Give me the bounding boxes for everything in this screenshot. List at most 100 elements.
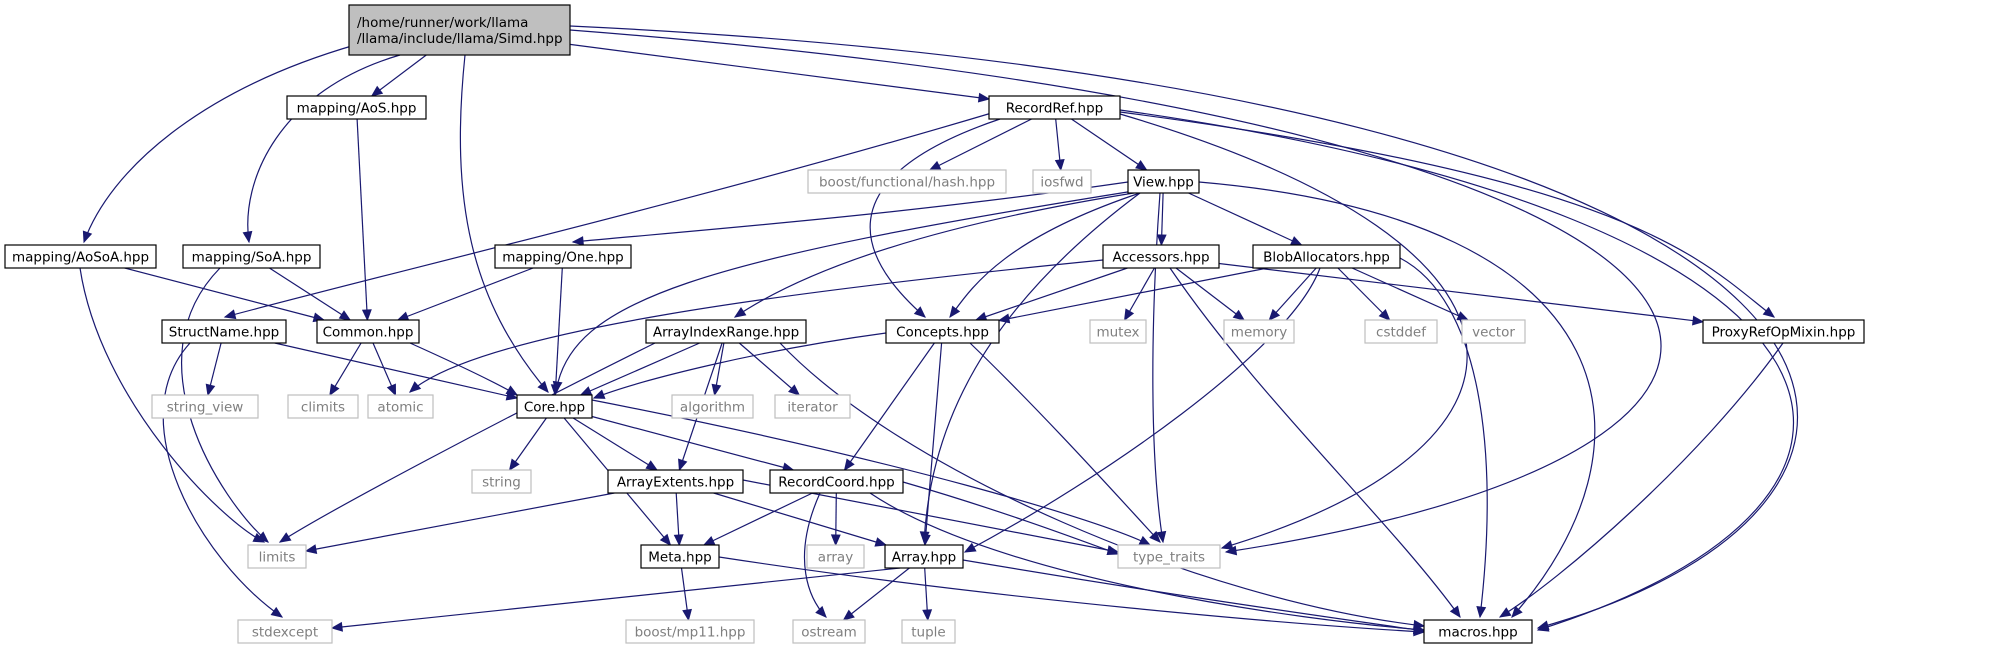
node-label: type_traits: [1133, 550, 1205, 566]
edge-recordcoord-to-meta: [702, 492, 813, 546]
node-box: [1102, 244, 1220, 269]
edge-soa-to-limits: [180, 267, 269, 543]
node-iterator: iterator: [774, 394, 851, 419]
edge-view-to-core: [552, 189, 1141, 394]
node-type_traits: type_traits: [1117, 544, 1221, 569]
node-box: [316, 319, 420, 344]
node-structname[interactable]: StructName.hpp: [161, 319, 287, 344]
node-core[interactable]: Core.hpp: [516, 394, 593, 419]
node-label: boost/functional/hash.hpp: [819, 175, 995, 191]
node-box: [1423, 619, 1533, 644]
node-arrayextents[interactable]: ArrayExtents.hpp: [607, 469, 744, 494]
node-box: [769, 469, 904, 494]
node-label: limits: [259, 550, 296, 566]
node-box: [1032, 169, 1092, 194]
node-meta[interactable]: Meta.hpp: [640, 544, 720, 569]
node-proxy[interactable]: ProxyRefOpMixin.hpp: [1702, 319, 1865, 344]
edge-recordref-to-view: [1071, 118, 1148, 171]
node-label: iterator: [787, 400, 838, 416]
node-climits: climits: [287, 394, 359, 419]
node-common[interactable]: Common.hpp: [316, 319, 420, 344]
node-box: [4, 244, 157, 269]
node-label: ArrayExtents.hpp: [617, 475, 734, 491]
node-recordcoord[interactable]: RecordCoord.hpp: [769, 469, 904, 494]
node-box: [1127, 169, 1200, 194]
node-label: algorithm: [680, 400, 745, 416]
edge-blob-to-macros: [1399, 257, 1488, 619]
edge-one-to-core: [550, 267, 563, 397]
edge-air-to-iterator: [738, 342, 801, 396]
edge-view-to-air: [733, 191, 1141, 318]
node-mp11: boost/mp11.hpp: [625, 619, 755, 644]
node-label: Core.hpp: [524, 400, 585, 416]
node-box: [286, 95, 427, 120]
edge-simd-to-aosoa: [82, 44, 356, 244]
edge-aos-to-common: [356, 118, 372, 322]
node-simd[interactable]: /home/runner/work/llama/llama/include/ll…: [348, 4, 571, 56]
edge-recordref-to-concepts: [869, 118, 1001, 318]
node-blob[interactable]: BlobAllocators.hpp: [1252, 244, 1401, 269]
edge-accessors-to-concepts: [974, 267, 1128, 322]
node-memory: memory: [1223, 319, 1295, 344]
node-box: [151, 394, 259, 419]
edge-meta-to-mp11: [680, 567, 692, 622]
node-accessors[interactable]: Accessors.hpp: [1102, 244, 1220, 269]
node-aos[interactable]: mapping/AoS.hpp: [286, 95, 427, 120]
node-box: [1089, 319, 1147, 344]
node-label: memory: [1231, 325, 1287, 341]
node-box: [807, 169, 1007, 194]
node-box: [1223, 319, 1295, 344]
node-box: [792, 619, 866, 644]
node-box: [516, 394, 593, 419]
node-algorithm: algorithm: [671, 394, 754, 419]
node-concepts[interactable]: Concepts.hpp: [885, 319, 1000, 344]
edge-blob-to-cstddef: [1337, 267, 1391, 321]
node-limits: limits: [247, 544, 307, 569]
edge-simd-to-recordref: [569, 43, 991, 103]
node-label: /home/runner/work/llama: [357, 15, 528, 31]
node-label: string: [482, 475, 521, 491]
node-box: [774, 394, 851, 419]
node-aosoa[interactable]: mapping/AoSoA.hpp: [4, 244, 157, 269]
node-box: [494, 244, 632, 269]
edge-view-to-one: [571, 181, 1129, 246]
edge-recordref-to-macros: [1119, 109, 1794, 632]
node-label: Concepts.hpp: [896, 325, 989, 341]
edge-concepts-to-recordcoord: [843, 342, 935, 472]
node-one[interactable]: mapping/One.hpp: [494, 244, 632, 269]
node-air[interactable]: ArrayIndexRange.hpp: [645, 319, 807, 344]
node-label: tuple: [911, 625, 945, 641]
node-string: string: [471, 469, 532, 494]
edge-core-to-string: [508, 417, 547, 472]
edge-structname-to-string_view: [205, 342, 222, 397]
node-label: ArrayIndexRange.hpp: [653, 325, 799, 341]
node-box: [1117, 544, 1221, 569]
edge-recordref-to-type_traits: [1119, 113, 1468, 550]
edge-soa-to-common: [269, 267, 352, 321]
node-macros[interactable]: macros.hpp: [1423, 619, 1533, 644]
node-label: Meta.hpp: [648, 550, 712, 566]
node-label: climits: [301, 400, 345, 416]
node-label: boost/mp11.hpp: [635, 625, 746, 641]
node-soa[interactable]: mapping/SoA.hpp: [182, 244, 321, 269]
edge-blob-to-memory: [1268, 267, 1317, 321]
node-label: View.hpp: [1133, 175, 1194, 191]
node-arrayhpp[interactable]: Array.hpp: [884, 544, 964, 569]
node-label: macros.hpp: [1438, 625, 1517, 641]
node-label: array: [818, 550, 853, 566]
node-box: [671, 394, 754, 419]
edge-view-to-blob: [1188, 192, 1303, 246]
node-box: [348, 4, 571, 56]
node-label: cstddef: [1376, 325, 1427, 341]
node-label: ProxyRefOpMixin.hpp: [1712, 325, 1856, 341]
edge-recordcoord-to-type_traits: [902, 481, 1120, 556]
node-array_ext: array: [806, 544, 865, 569]
node-label: mapping/One.hpp: [502, 250, 623, 266]
edge-recordref-to-proxy: [1119, 111, 1776, 318]
edge-view-to-accessors: [1156, 192, 1167, 247]
edge-recordcoord-to-ostream: [804, 492, 827, 618]
node-label: StructName.hpp: [169, 325, 280, 341]
node-recordref[interactable]: RecordRef.hpp: [988, 95, 1121, 120]
edge-recordcoord-to-array_ext: [830, 492, 841, 547]
node-view[interactable]: View.hpp: [1127, 169, 1200, 194]
